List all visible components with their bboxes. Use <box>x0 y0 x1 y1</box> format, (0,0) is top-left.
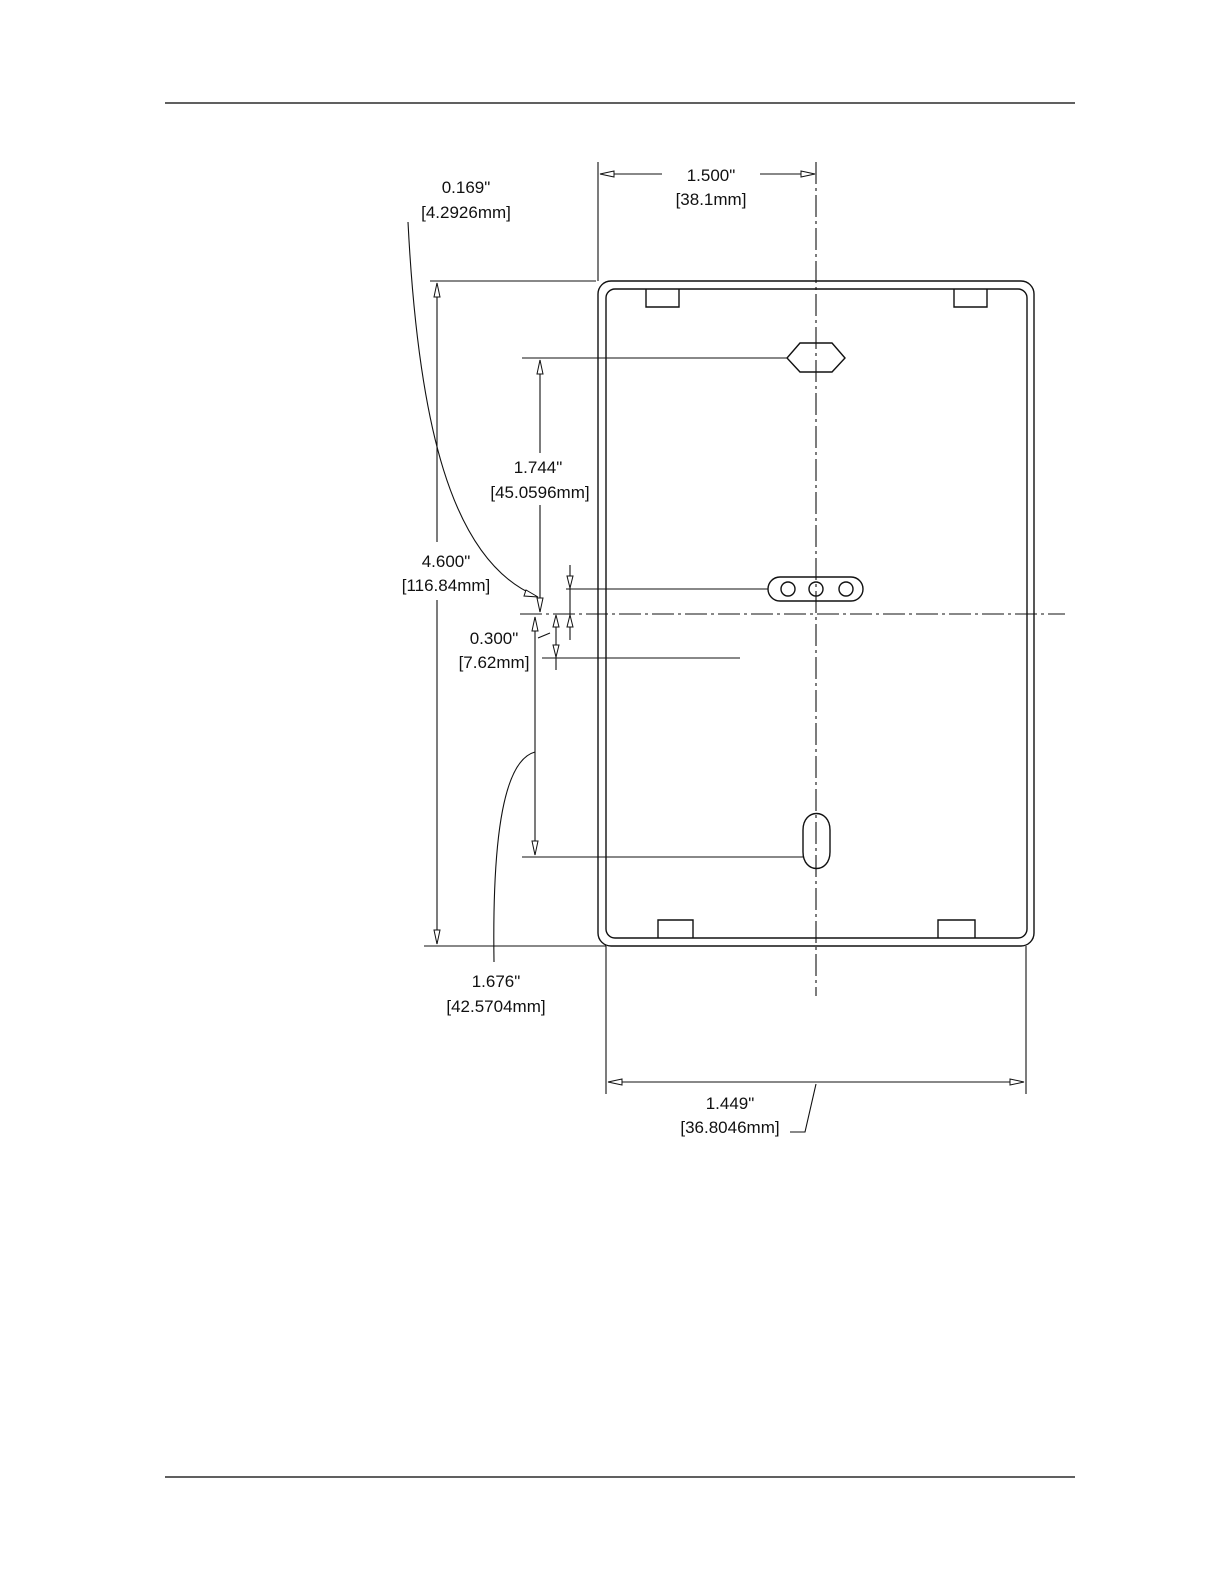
dim-top-width-mm: [38.1mm] <box>676 190 747 209</box>
dim-lower-slot-inch: 1.676" <box>472 972 521 991</box>
dim-overall-height-inch: 4.600" <box>422 552 471 571</box>
dim-centerline-offset: 0.300" [7.62mm] <box>459 565 768 672</box>
dim-bottom-width-mm: [36.8046mm] <box>680 1118 779 1137</box>
dim-upper-slot-inch: 1.744" <box>514 458 563 477</box>
dim-overall-height-mm: [116.84mm] <box>402 576 491 595</box>
dim-lower-slot: 1.676" [42.5704mm] <box>446 617 803 1016</box>
dim-lower-slot-mm: [42.5704mm] <box>446 997 545 1016</box>
dim-centerline-offset-inch: 0.300" <box>470 629 519 648</box>
dim-upper-slot: 1.744" [45.0596mm] <box>490 358 787 612</box>
dim-corner-radius: 0.169" [4.2926mm] <box>408 178 538 597</box>
dim-corner-radius-mm: [4.2926mm] <box>421 203 511 222</box>
dim-bottom-width-inch: 1.449" <box>706 1094 755 1113</box>
dim-overall-height: 4.600" [116.84mm] <box>402 281 606 946</box>
dim-centerline-offset-mm: [7.62mm] <box>459 653 530 672</box>
dim-top-width: 1.500" [38.1mm] <box>598 162 815 281</box>
dim-corner-radius-inch: 0.169" <box>442 178 491 197</box>
dim-top-width-inch: 1.500" <box>687 166 736 185</box>
dim-upper-slot-mm: [45.0596mm] <box>490 483 589 502</box>
